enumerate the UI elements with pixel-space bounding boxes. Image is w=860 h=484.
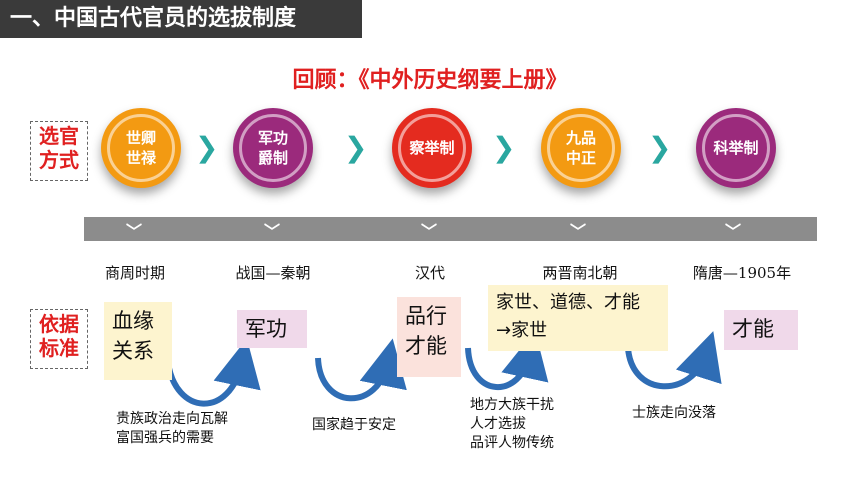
timeline-bar <box>84 217 817 241</box>
system-jungong-juezhi: 军功 爵制 <box>233 108 313 188</box>
reason-text: 贵族政治走向瓦解 富国强兵的需要 <box>116 411 228 446</box>
reason-text: 地方大族干扰 人才选拔 品评人物传统 <box>470 397 554 451</box>
standard-box: 家世、道德、才能 →家世 <box>488 285 668 351</box>
system-label: 军功 爵制 <box>239 114 307 182</box>
chevron-down-icon: ﹀ <box>421 222 438 241</box>
chevron-right-icon: ❯ <box>344 131 368 164</box>
curved-arrow-icon <box>625 331 722 390</box>
system-label: 察举制 <box>398 114 466 182</box>
section-title: 一、中国古代官员的选拔制度 <box>0 0 362 38</box>
reason-text: 士族走向没落 <box>632 405 716 421</box>
system-shiqing-shilu: 世卿 世禄 <box>101 108 181 188</box>
curved-arrow-icon <box>315 338 407 402</box>
standard-box: 品行 才能 <box>397 297 461 377</box>
system-label: 世卿 世禄 <box>107 114 175 182</box>
chevron-down-icon: ﹀ <box>725 222 742 241</box>
method-label: 选官 方式 <box>30 121 88 181</box>
era-label: 战国—秦朝 <box>235 264 311 282</box>
standard-label: 依据 标准 <box>30 309 88 369</box>
era-label: 商周时期 <box>104 264 165 282</box>
chevron-down-icon: ﹀ <box>570 222 587 241</box>
chevron-down-icon: ﹀ <box>264 222 281 241</box>
standard-box: 军功 <box>237 310 307 348</box>
standard-box: 才能 <box>724 310 798 350</box>
standard-box: 血缘 关系 <box>104 302 172 380</box>
subtitle: 回顾：《中外历史纲要上册》 <box>292 68 568 93</box>
system-label: 九品 中正 <box>547 114 615 182</box>
curved-arrow-icon <box>165 338 261 407</box>
chevron-right-icon: ❯ <box>648 131 672 164</box>
era-label: 两晋南北朝 <box>542 264 618 282</box>
system-chaju: 察举制 <box>392 108 472 188</box>
reason-text: 国家趋于安定 <box>312 417 396 433</box>
era-label: 汉代 <box>414 264 445 282</box>
chevron-right-icon: ❯ <box>195 131 219 164</box>
system-label: 科举制 <box>702 114 770 182</box>
system-jiupin-zhongzheng: 九品 中正 <box>541 108 621 188</box>
system-keju: 科举制 <box>696 108 776 188</box>
curved-arrow-icon <box>465 330 549 391</box>
chevron-right-icon: ❯ <box>492 131 516 164</box>
chevron-down-icon: ﹀ <box>126 222 143 241</box>
era-label: 隋唐—1905年 <box>692 264 792 282</box>
